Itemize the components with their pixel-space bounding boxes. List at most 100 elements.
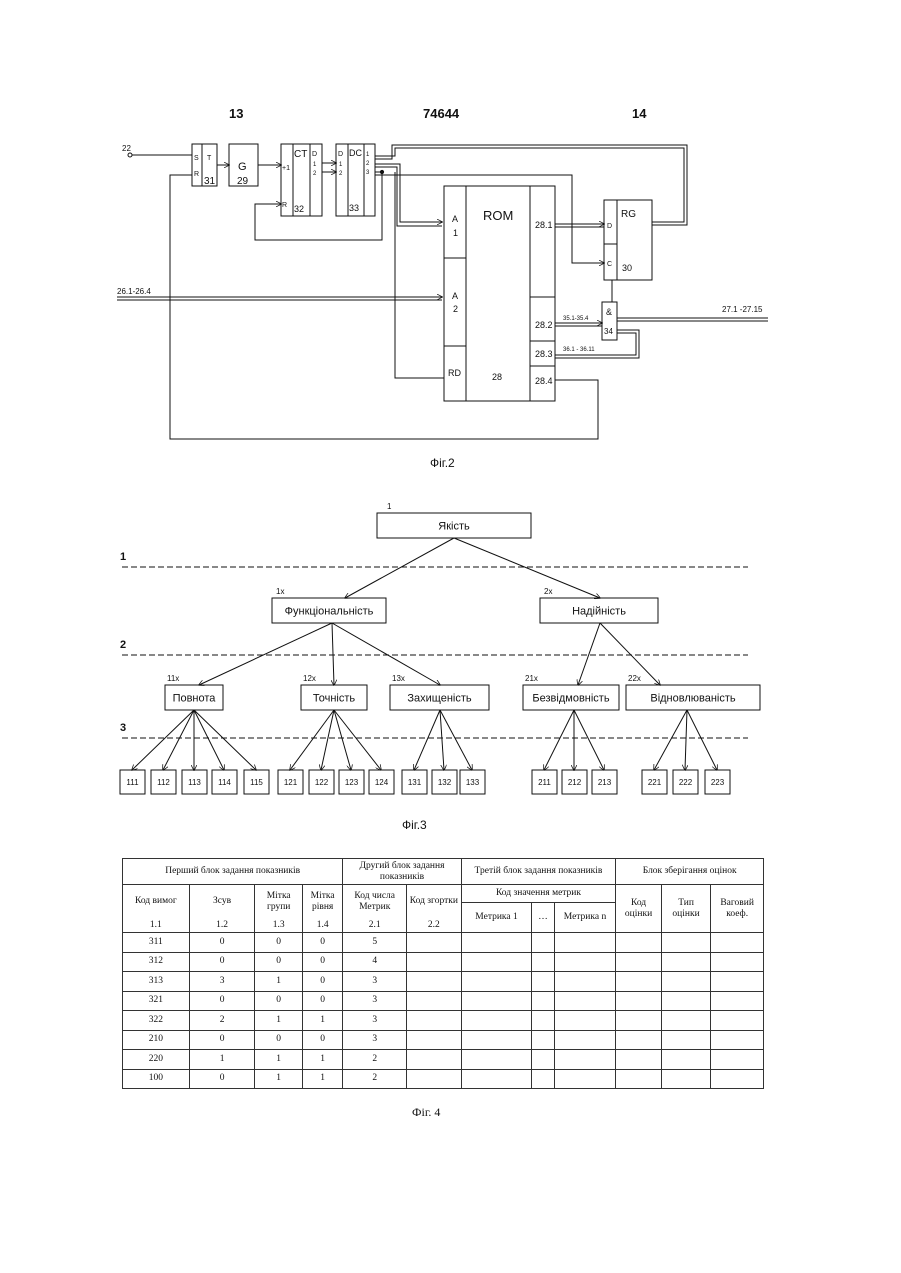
col-header-weight: Ваговий коеф. [711, 885, 764, 933]
col-number-2-2: 2.2 [407, 919, 462, 933]
table-cell: 321 [123, 991, 190, 1011]
table-cell: 0 [189, 933, 255, 953]
group-header-block1: Перший блок задання показників [123, 859, 343, 885]
table-cell [407, 1030, 462, 1050]
table-cell: 220 [123, 1050, 190, 1070]
leaf-221-label: 221 [648, 778, 662, 787]
table-cell [554, 991, 616, 1011]
table-cell: 5 [343, 933, 407, 953]
table-cell: 3 [343, 991, 407, 1011]
table-cell [711, 1030, 764, 1050]
node-l2-4-label: Безвідмовність [532, 692, 609, 704]
table-cell: 0 [255, 952, 303, 972]
table-cell [532, 991, 554, 1011]
table-cell [661, 933, 711, 953]
fig3-caption: Фіг.3 [402, 818, 427, 832]
col-header-convolution: Код згортки [407, 885, 462, 919]
col-header-score-type: Тип оцінки [661, 885, 711, 933]
leaf-132-label: 132 [438, 778, 452, 787]
leaf-223-label: 223 [711, 778, 725, 787]
table-cell: 0 [189, 952, 255, 972]
leaf-212-label: 212 [568, 778, 582, 787]
table-cell: 313 [123, 972, 190, 992]
table-cell [461, 1050, 532, 1070]
leaf-213-label: 213 [598, 778, 612, 787]
leaf-113-label: 113 [188, 778, 201, 787]
table-cell [616, 952, 661, 972]
table-row: 2100003 [123, 1030, 764, 1050]
col-header-group-mark: Мітка групи [255, 885, 303, 919]
table-cell: 322 [123, 1011, 190, 1031]
table-cell [711, 972, 764, 992]
col-number-2-1: 2.1 [343, 919, 407, 933]
table-cell: 3 [189, 972, 255, 992]
table-row: 3120004 [123, 952, 764, 972]
table-row: 1000112 [123, 1069, 764, 1089]
table-cell [616, 1050, 661, 1070]
col-header-code: Код вимог [123, 885, 190, 919]
table-cell [532, 1011, 554, 1031]
table-cell [407, 952, 462, 972]
node-root-label: Якість [438, 520, 470, 532]
table-cell [554, 972, 616, 992]
table-cell: 0 [302, 933, 342, 953]
table-cell [532, 1069, 554, 1089]
node-l2-2-label: Точність [313, 692, 356, 704]
table-cell [407, 1011, 462, 1031]
leaf-211-label: 211 [538, 778, 551, 787]
table-cell [532, 952, 554, 972]
table-cell [661, 991, 711, 1011]
table-cell [461, 952, 532, 972]
table-cell [554, 952, 616, 972]
col-header-shift: Зсув [189, 885, 255, 919]
table-cell [616, 933, 661, 953]
table-cell: 1 [255, 1011, 303, 1031]
table-cell: 1 [255, 1050, 303, 1070]
table-cell: 0 [189, 1030, 255, 1050]
table-cell [711, 1050, 764, 1070]
col-header-score-code: Код оцінки [616, 885, 661, 933]
node-l2-1-label: Повнота [173, 692, 217, 704]
table-cell [461, 972, 532, 992]
node-l2-1-tag: 11x [167, 674, 179, 683]
col-header-metric-1: Метрика 1 [461, 903, 532, 933]
group-header-block4: Блок зберігання оцінок [616, 859, 764, 885]
table-cell [554, 1030, 616, 1050]
col-number-1-3: 1.3 [255, 919, 303, 933]
table-cell [661, 1069, 711, 1089]
table-cell [407, 933, 462, 953]
col-header-metric-dots: … [532, 903, 554, 933]
table-cell [461, 991, 532, 1011]
col-header-metric-count: Код числа Метрик [343, 885, 407, 919]
table-cell [461, 933, 532, 953]
table-cell: 312 [123, 952, 190, 972]
group-header-block3: Третій блок задання показників [461, 859, 616, 885]
node-l2-4-tag: 21x [525, 674, 538, 683]
table-row: 3110005 [123, 933, 764, 953]
table-cell: 0 [302, 952, 342, 972]
table-cell: 0 [189, 1069, 255, 1089]
leaf-131-label: 131 [408, 778, 422, 787]
leaf-112-label: 112 [157, 778, 170, 787]
group-header-block2: Другий блок задання показників [343, 859, 461, 885]
table-cell: 2 [343, 1050, 407, 1070]
table-cell [661, 972, 711, 992]
table-cell: 1 [302, 1011, 342, 1031]
table-cell: 0 [189, 991, 255, 1011]
table-cell [661, 1050, 711, 1070]
node-l2-3-tag: 13x [392, 674, 405, 683]
leaf-114-label: 114 [218, 778, 231, 787]
table-cell: 2 [343, 1069, 407, 1089]
table-cell [711, 991, 764, 1011]
node-l2-2-tag: 12x [303, 674, 316, 683]
table-cell [461, 1030, 532, 1050]
table-row: 2201112 [123, 1050, 764, 1070]
node-l1-2-label: Надійність [572, 605, 626, 617]
table-cell: 3 [343, 972, 407, 992]
table-cell [532, 933, 554, 953]
table-cell [661, 952, 711, 972]
table-cell [616, 991, 661, 1011]
table-cell [616, 1069, 661, 1089]
table-cell: 1 [302, 1050, 342, 1070]
table-cell [407, 1050, 462, 1070]
